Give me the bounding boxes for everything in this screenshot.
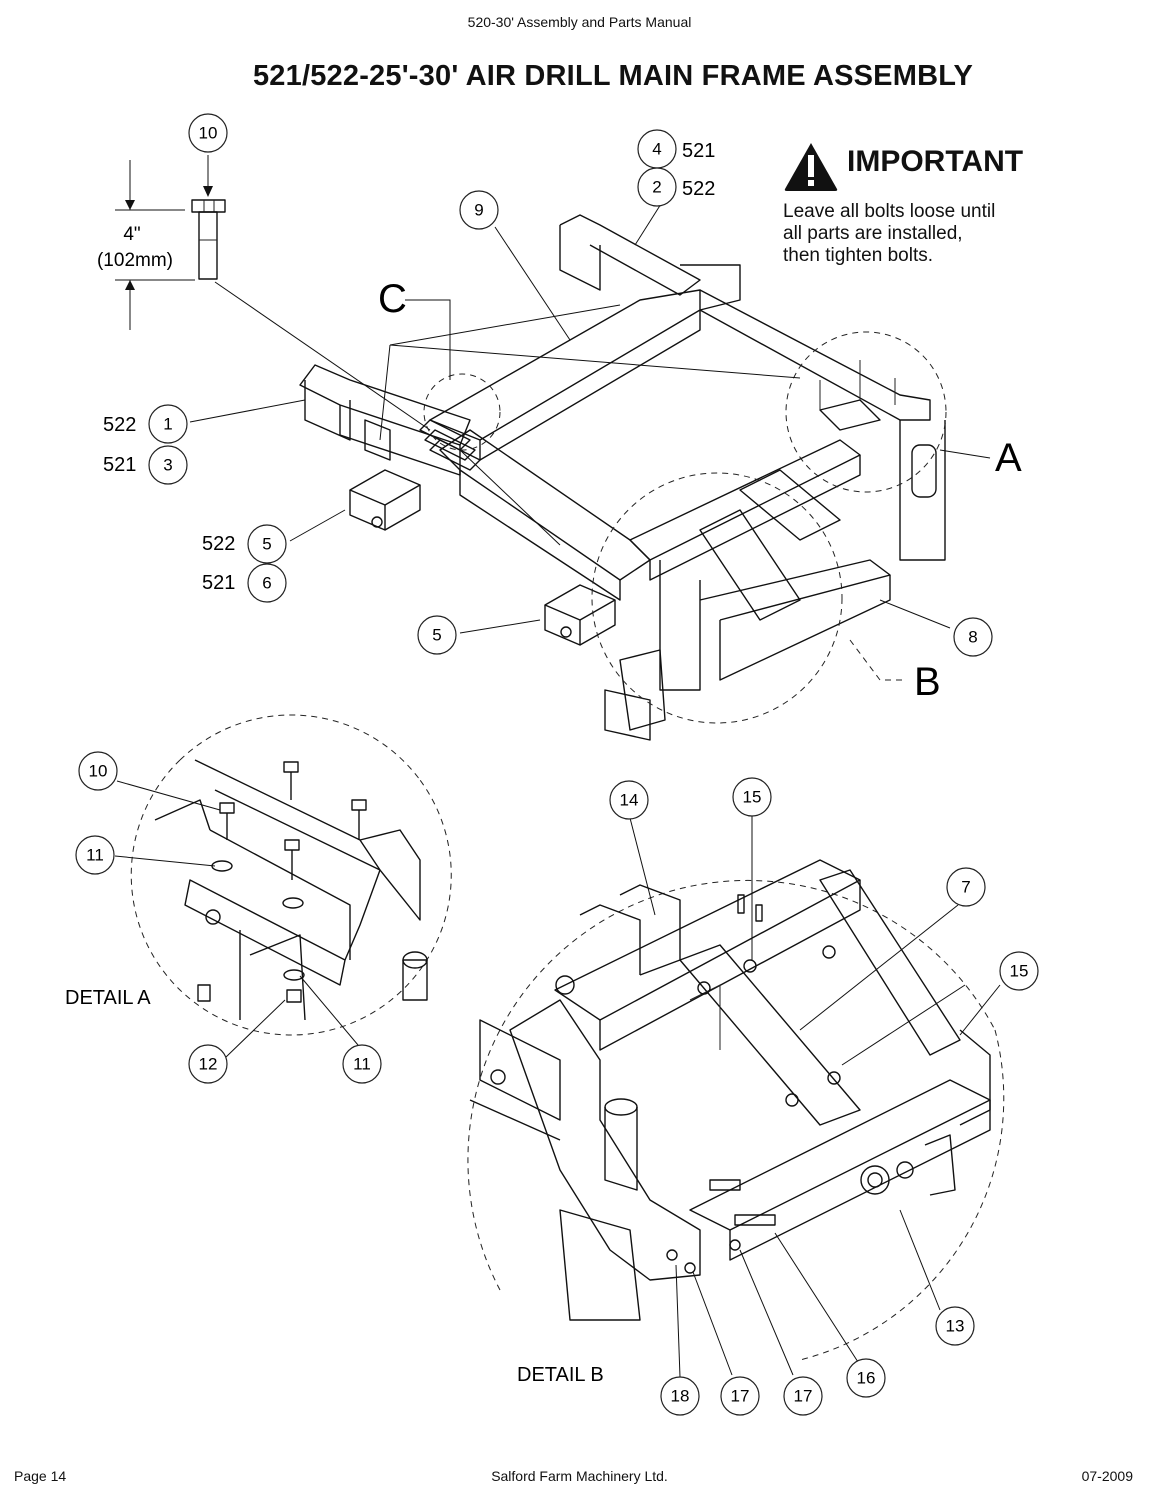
svg-text:5: 5	[432, 626, 441, 645]
dimension-inches: 4"	[123, 224, 140, 245]
bolt-dimension: 4" (102mm)	[97, 160, 195, 330]
detail-a-callout-11: 11	[342, 1044, 382, 1084]
detail-c-circle	[423, 373, 501, 451]
model-521: 521	[682, 140, 715, 162]
page-title: 521/522-25'-30' AIR DRILL MAIN FRAME ASS…	[252, 60, 974, 92]
svg-text:5: 5	[262, 535, 271, 554]
detail-b-callout-18: 18	[660, 1376, 700, 1416]
detail-b-callout-17: 17	[720, 1376, 760, 1416]
svg-text:11: 11	[86, 846, 104, 865]
svg-text:8: 8	[968, 628, 977, 647]
detail-b-view	[467, 859, 1005, 1361]
svg-text:9: 9	[474, 201, 483, 220]
svg-text:15: 15	[743, 788, 762, 807]
detail-b-callout-17: 17	[783, 1376, 823, 1416]
page-header: 520-30' Assembly and Parts Manual	[467, 14, 692, 30]
important-line: Leave all bolts loose until	[783, 201, 996, 222]
svg-text:14: 14	[620, 791, 639, 810]
footer-date: 07-2009	[1081, 1468, 1133, 1484]
detail-b-letter: B	[914, 660, 941, 704]
callout-3: 3	[148, 445, 188, 485]
svg-text:10: 10	[199, 124, 218, 143]
callout-2: 2	[637, 167, 677, 207]
svg-text:2: 2	[652, 178, 661, 197]
detail-a-circle	[785, 331, 947, 493]
detail-a-letter: A	[995, 436, 1022, 480]
important-line: all parts are installed,	[783, 223, 963, 244]
callout-5: 5	[247, 524, 287, 564]
detail-b-callout-15: 15	[999, 951, 1039, 991]
important-text: Leave all bolts loose until all parts ar…	[783, 201, 1073, 267]
svg-text:6: 6	[262, 574, 271, 593]
footer-company: Salford Farm Machinery Ltd.	[491, 1468, 668, 1484]
model-521: 521	[103, 454, 136, 476]
svg-text:11: 11	[353, 1055, 371, 1074]
svg-text:7: 7	[961, 878, 970, 897]
detail-b-callout-14: 14	[609, 780, 649, 820]
model-522: 522	[103, 414, 136, 436]
model-521: 521	[202, 572, 235, 594]
callout-4: 4	[637, 129, 677, 169]
warning-icon	[784, 143, 838, 191]
detail-b-callout-13: 13	[935, 1306, 975, 1346]
callout-1: 1	[148, 404, 188, 444]
important-line: then tighten bolts.	[783, 245, 933, 266]
model-522: 522	[202, 533, 235, 555]
footer-page: Page 14	[14, 1468, 67, 1484]
svg-text:15: 15	[1010, 962, 1029, 981]
svg-text:12: 12	[199, 1055, 218, 1074]
svg-text:13: 13	[946, 1317, 965, 1336]
detail-b-callout-7: 7	[946, 867, 986, 907]
svg-text:17: 17	[731, 1387, 750, 1406]
callout-8: 8	[953, 617, 993, 657]
callout-6: 6	[247, 563, 287, 603]
callout-5: 5	[417, 615, 457, 655]
svg-text:16: 16	[857, 1369, 876, 1388]
detail-a-view	[130, 714, 452, 1036]
detail-b-callout-16: 16	[846, 1358, 886, 1398]
svg-text:10: 10	[89, 762, 108, 781]
detail-b-callout-15: 15	[732, 777, 772, 817]
dimension-mm: (102mm)	[97, 250, 173, 271]
svg-text:1: 1	[163, 415, 172, 434]
detail-a-callout-12: 12	[188, 1044, 228, 1084]
callout-9: 9	[459, 190, 499, 230]
svg-text:3: 3	[163, 456, 172, 475]
svg-text:17: 17	[794, 1387, 813, 1406]
detail-b-label: DETAIL B	[517, 1364, 604, 1386]
detail-a-callout-10: 10	[78, 751, 118, 791]
svg-text:4: 4	[652, 140, 661, 159]
important-heading: IMPORTANT	[847, 145, 1024, 178]
svg-text:18: 18	[671, 1387, 690, 1406]
model-522: 522	[682, 178, 715, 200]
detail-a-label: DETAIL A	[65, 987, 151, 1009]
detail-b-circle	[591, 472, 843, 724]
bolt-10-drawing	[191, 155, 226, 280]
callout-10: 10	[188, 113, 228, 153]
detail-a-callout-11: 11	[75, 835, 115, 875]
detail-c-letter: C	[378, 277, 407, 321]
